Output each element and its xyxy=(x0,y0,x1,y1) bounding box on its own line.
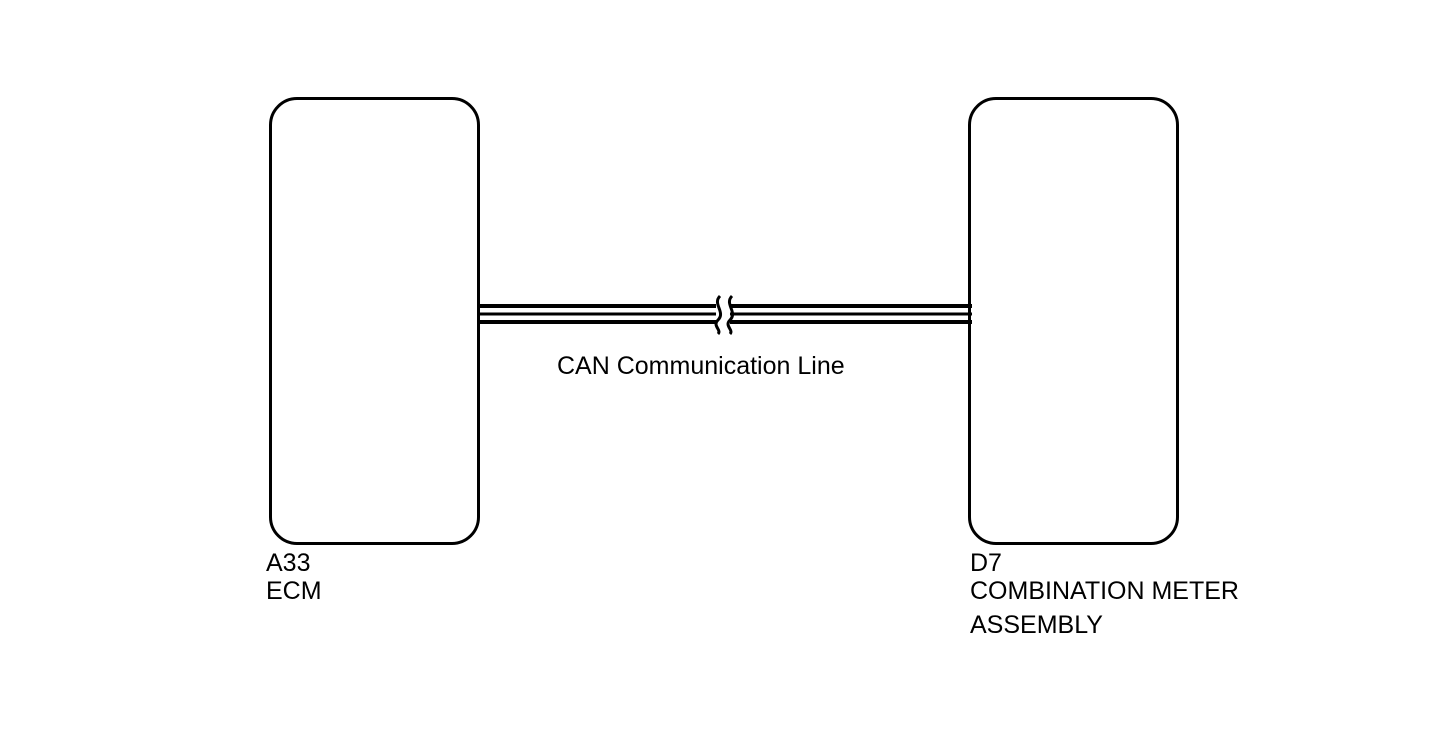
can-wire-right-segment xyxy=(730,304,972,324)
can-wire-left-segment xyxy=(478,304,716,324)
ecm-component-name: ECM xyxy=(266,577,322,605)
meter-component-name-line2: ASSEMBLY xyxy=(970,611,1103,639)
ecm-component-box xyxy=(269,97,480,545)
wire-break-icon xyxy=(714,294,735,336)
meter-connector-code: D7 xyxy=(970,549,1002,577)
meter-component-name-line1: COMBINATION METER xyxy=(970,577,1239,605)
can-communication-wire xyxy=(478,294,972,336)
can-line-label: CAN Communication Line xyxy=(557,352,845,380)
ecm-connector-code: A33 xyxy=(266,549,311,577)
combination-meter-component-box xyxy=(968,97,1179,545)
